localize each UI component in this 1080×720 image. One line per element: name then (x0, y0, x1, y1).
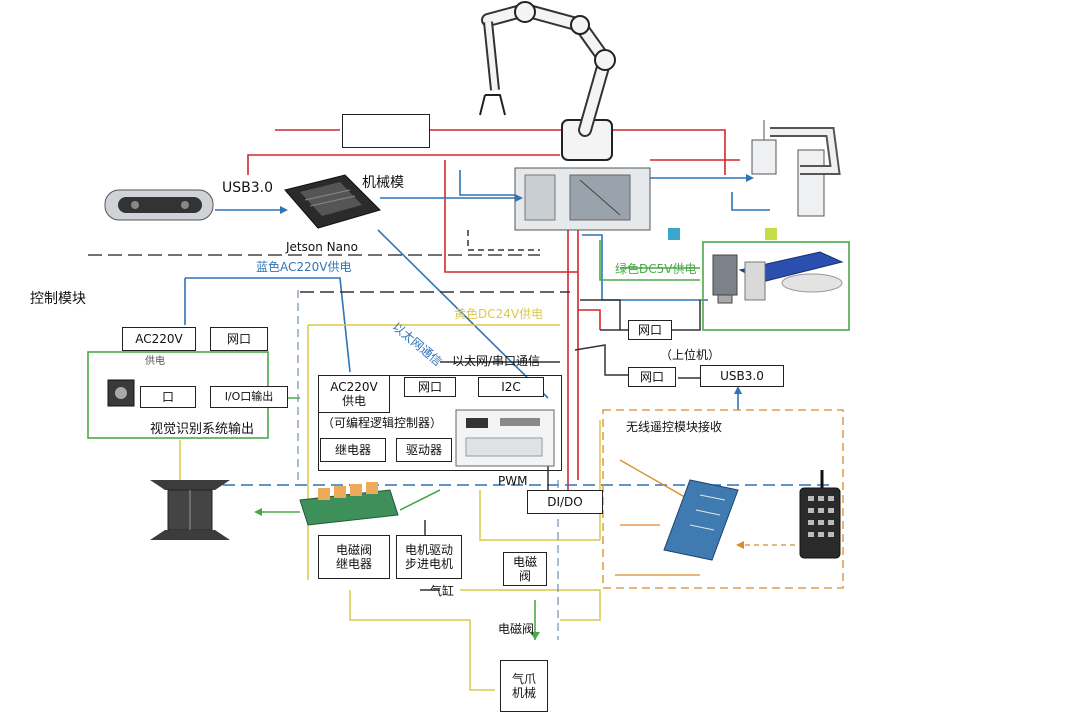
orange-dashed-frame (602, 409, 844, 589)
port-right2-label: 网口 (639, 369, 664, 384)
small-stepper-icon (107, 379, 135, 407)
ac220-center-label: AC220V 供电 (330, 379, 378, 408)
blue-wire-6 (185, 277, 351, 373)
port-left-top-box: 网口 (210, 327, 268, 351)
port-right2-box: 网口 (628, 367, 676, 387)
port-center-label: 网口 (417, 379, 442, 394)
jetson-board-icon (284, 174, 381, 229)
host-label: （上位机） (660, 348, 721, 362)
driver-box-label: 驱动器 (405, 442, 442, 457)
ac220-left-sub: 供电 (145, 356, 165, 367)
yellow-wire-5 (479, 490, 600, 541)
green-dc-label: 绿色DC5V供电 (615, 262, 697, 276)
gripper-label: 气爪 机械 (511, 671, 536, 700)
arrowhead-1 (280, 206, 288, 214)
solenoid-label: 电磁阀 继电器 (335, 542, 372, 571)
middle-module-label: 机械模 (362, 175, 404, 191)
green-right-module-frame (702, 241, 850, 331)
yellow-wire-4 (349, 590, 495, 691)
top-middle-box (342, 114, 430, 148)
io-left-label: I/O口输出 (224, 390, 274, 404)
port-left-top-label: 网口 (226, 331, 251, 346)
arrowhead-6 (530, 632, 540, 640)
valve-label: 电磁 阀 (512, 554, 537, 583)
plc-row-label: （可编程逻辑控制器） (322, 416, 443, 430)
stepper-small-label: 口 (161, 389, 174, 404)
port-right1-label: 网口 (637, 322, 662, 337)
pedestal-icon (150, 480, 230, 540)
port-center-box: 网口 (404, 377, 456, 397)
blue-wires (184, 170, 830, 486)
i2c-label: I2C (501, 379, 521, 394)
driver-box: 驱动器 (396, 438, 452, 462)
orange-wires (602, 409, 844, 589)
dark-wire-5 (574, 344, 628, 376)
relay-box-label: 继电器 (334, 442, 371, 457)
control-group-frame (318, 375, 562, 471)
remote-control-icon (799, 470, 841, 559)
gear-label: 电磁阀 (498, 622, 535, 636)
wireless-receiver-icon (663, 479, 739, 561)
gripper-box: 气爪 机械 (500, 660, 548, 712)
dark-wire-3 (467, 230, 540, 251)
solenoid-box: 电磁阀 继电器 (318, 535, 390, 579)
dio-box: DI/DO (527, 490, 603, 514)
yellow-wire-7 (460, 589, 601, 621)
stepper-small-box: 口 (140, 386, 196, 408)
jetson-label: Jetson Nano (286, 240, 358, 254)
relay-box: 继电器 (320, 438, 386, 462)
blue-wire-11 (731, 192, 770, 211)
arrowhead-3 (746, 174, 754, 182)
usb-right-label: USB3.0 (720, 368, 764, 383)
stepper-drive-label: 电机驱动 步进电机 (404, 542, 453, 571)
arrowhead-4 (734, 386, 742, 394)
arrowhead-2 (515, 194, 523, 202)
signal-label: PWM (498, 474, 528, 488)
io-left-box: I/O口输出 (210, 386, 288, 408)
red-wire-9 (578, 309, 601, 330)
stepper-motor-icon (712, 254, 738, 304)
orange-wire-1 (619, 459, 691, 501)
usb-label-top: USB3.0 (222, 180, 274, 196)
stepper-drive-box: 电机驱动 步进电机 (396, 535, 462, 579)
valve-box: 电磁 阀 (503, 552, 547, 586)
dark-wire-11 (580, 299, 621, 330)
blue-wire-4 (459, 170, 515, 196)
yellow-wires (179, 324, 601, 691)
depth-camera-icon (104, 189, 214, 221)
blue-wire-8 (582, 234, 708, 301)
blue-wire-7 (377, 229, 549, 399)
dark-wire-6 (670, 300, 701, 331)
motion-comm-label: 以太网/串口通信 (452, 354, 541, 368)
green-wire-6 (599, 240, 700, 281)
cyan-badge-icon (668, 228, 680, 240)
arrowheads (280, 174, 754, 394)
arrowhead-5 (254, 508, 262, 516)
i2c-box: I2C (478, 377, 544, 397)
usb-right-box: USB3.0 (700, 365, 784, 387)
small-label: 气缸 (430, 584, 455, 598)
plc-cabinet-icon (514, 167, 651, 231)
yellow-dc-label: 黄色DC24V供电 (454, 307, 544, 321)
section-left-label: 控制模块 (30, 291, 86, 307)
lime-badge-icon (765, 228, 777, 240)
ac220-left-box: AC220V (122, 327, 196, 351)
ac220-center-box: AC220V 供电 (318, 375, 390, 413)
left-caption: 视觉识别系统输出 (150, 422, 255, 437)
port-right1-box: 网口 (628, 320, 672, 340)
remote-caption: 无线遥控模块接收 (626, 420, 723, 434)
arrowhead-7 (736, 541, 744, 549)
relay-board-icon (299, 482, 399, 526)
conveyor-icon (738, 251, 844, 301)
green-wire-3 (399, 489, 441, 511)
ac220-left-label: AC220V (135, 331, 183, 346)
scara-robot-icon (751, 120, 841, 217)
robot-arm-icon (479, 1, 616, 161)
jetson-power-label: 蓝色AC220V供电 (256, 260, 352, 274)
dio-label: DI/DO (547, 494, 583, 509)
plc-icon (455, 409, 555, 467)
red-wire-4 (247, 154, 560, 175)
